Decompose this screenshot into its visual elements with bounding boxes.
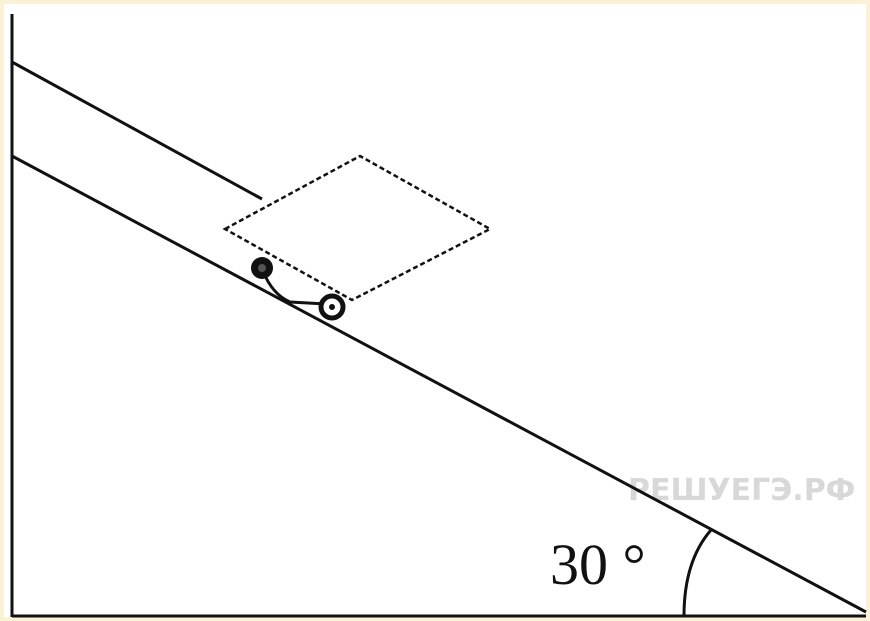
angle-label: 30 ° (550, 532, 646, 597)
upper-guide-line (11, 60, 263, 201)
incline-surface (11, 154, 867, 614)
drawing-area (4, 4, 866, 617)
watermark-text: РЕШУЕГЭ.РФ (628, 473, 855, 508)
angle-arc (682, 529, 713, 617)
left-wheel-rim (258, 264, 266, 272)
cart-body (222, 154, 493, 302)
right-wheel-hub (329, 304, 335, 310)
